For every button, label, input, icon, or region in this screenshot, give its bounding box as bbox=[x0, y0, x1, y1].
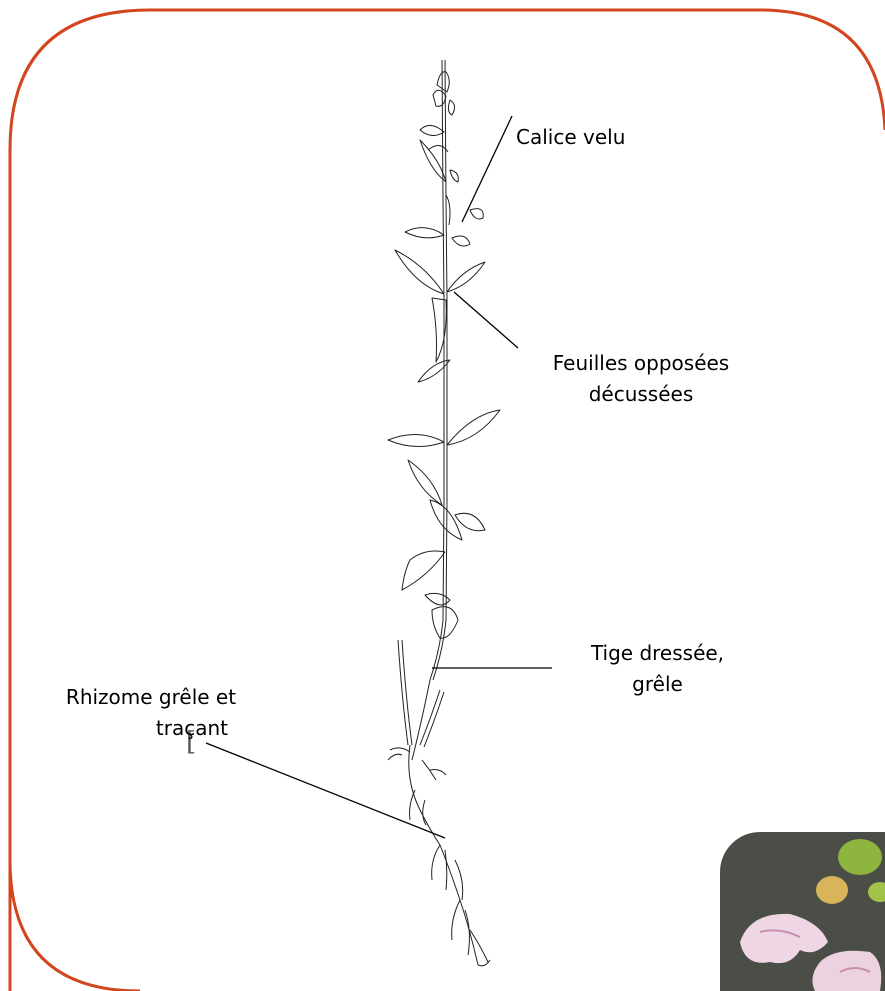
plant-drawing bbox=[388, 60, 500, 966]
leader-calice bbox=[462, 116, 512, 222]
leaf-pair bbox=[395, 250, 444, 294]
label-feuilles: Feuilles opposées décussées bbox=[520, 348, 762, 410]
label-calice: Calice velu bbox=[516, 122, 625, 153]
flower-photo bbox=[720, 832, 885, 991]
leaf-pair-middle bbox=[388, 434, 444, 446]
label-feuilles-line1: Feuilles opposées bbox=[520, 348, 762, 379]
label-calice-text: Calice velu bbox=[516, 122, 625, 153]
rhizome bbox=[409, 745, 478, 965]
label-tige: Tige dressée, grêle bbox=[560, 638, 755, 700]
photo-bud bbox=[838, 839, 882, 875]
label-tige-line2: grêle bbox=[560, 669, 755, 700]
leader-feuilles bbox=[454, 292, 518, 348]
label-rhizome-line2: traçant bbox=[36, 713, 266, 744]
flower-bud bbox=[470, 209, 483, 219]
label-feuilles-line2: décussées bbox=[520, 379, 762, 410]
label-tige-line1: Tige dressée, bbox=[560, 638, 755, 669]
rounded-frame-bottom bbox=[10, 860, 140, 991]
flower-bud-top bbox=[437, 72, 449, 92]
label-rhizome: Rhizome grêle et traçant bbox=[36, 682, 266, 744]
label-rhizome-line1: Rhizome grêle et bbox=[36, 682, 266, 713]
